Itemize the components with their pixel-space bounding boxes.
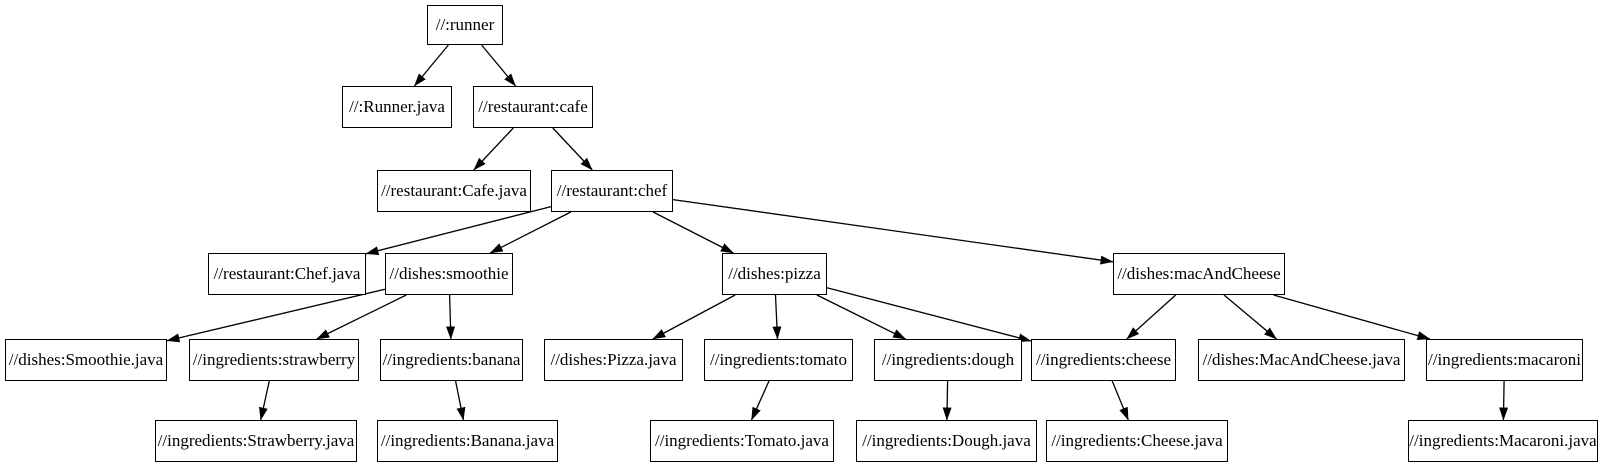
graph-node-label: //dishes:pizza — [728, 264, 821, 283]
edge-macaroni-to-macaroni-java — [1499, 380, 1509, 421]
graph-node-runner-java: //:Runner.java — [342, 86, 452, 128]
graph-node-label: //ingredients:macaroni — [1428, 350, 1581, 369]
graph-node-pizza-java: //dishes:Pizza.java — [544, 339, 683, 381]
graph-node-label: //ingredients:Tomato.java — [655, 431, 829, 450]
edge-banana-to-banana-java — [454, 380, 466, 421]
graph-node-strawberry-java: //ingredients:Strawberry.java — [155, 420, 357, 462]
graph-node-label: //ingredients:tomato — [710, 350, 847, 369]
graph-node-tomato: //ingredients:tomato — [704, 339, 853, 381]
graph-node-label: //ingredients:dough — [881, 350, 1015, 369]
graph-node-label: //:runner — [435, 15, 495, 34]
graph-node-dough-java: //ingredients:Dough.java — [856, 420, 1037, 462]
edge-pizza-to-pizza-java — [652, 294, 736, 340]
graph-node-label: //dishes:macAndCheese — [1117, 264, 1281, 283]
graph-node-macaroni-java: //ingredients:Macaroni.java — [1408, 420, 1598, 462]
graph-node-smoothie: //dishes:smoothie — [385, 253, 513, 295]
graph-node-pizza: //dishes:pizza — [722, 253, 827, 295]
graph-node-tomato-java: //ingredients:Tomato.java — [650, 420, 834, 462]
edge-cheese-to-cheese-java — [1111, 380, 1129, 421]
graph-node-dough: //ingredients:dough — [874, 339, 1022, 381]
graph-node-cheese-java: //ingredients:Cheese.java — [1046, 420, 1228, 462]
graph-node-label: //ingredients:cheese — [1035, 350, 1171, 369]
edge-pizza-to-cheese — [826, 287, 1032, 343]
edge-mac-and-cheese-to-macaroni — [1273, 294, 1431, 340]
edge-chef-to-mac-and-cheese — [672, 198, 1114, 265]
graph-node-label: //:Runner.java — [349, 97, 445, 116]
graph-node-chef: //restaurant:chef — [551, 170, 673, 212]
edge-cafe-to-chef — [552, 127, 593, 171]
graph-node-label: //dishes:smoothie — [389, 264, 509, 283]
graph-node-label: //dishes:Smoothie.java — [8, 350, 164, 369]
edge-chef-to-chef-java — [365, 205, 552, 256]
graph-node-label: //restaurant:Chef.java — [213, 264, 361, 283]
edge-smoothie-to-banana — [446, 294, 456, 340]
graph-node-label: //restaurant:Cafe.java — [381, 181, 527, 200]
edge-pizza-to-tomato — [772, 294, 782, 340]
graph-node-cafe: //restaurant:cafe — [473, 86, 593, 128]
graph-node-label: //dishes:MacAndCheese.java — [1202, 350, 1401, 369]
edge-chef-to-smoothie — [489, 211, 572, 254]
edge-smoothie-to-smoothie-java — [166, 288, 386, 343]
edge-strawberry-to-strawberry-java — [258, 380, 270, 421]
edge-runner-to-runner-java — [413, 44, 449, 87]
graph-node-label: //restaurant:cafe — [478, 97, 588, 116]
graph-node-banana: //ingredients:banana — [380, 339, 523, 381]
graph-node-banana-java: //ingredients:Banana.java — [377, 420, 558, 462]
graph-node-label: //restaurant:chef — [556, 181, 668, 200]
graph-node-label: //ingredients:banana — [382, 350, 521, 369]
graph-node-smoothie-java: //dishes:Smoothie.java — [5, 339, 167, 381]
edge-dough-to-dough-java — [942, 380, 952, 421]
graph-node-chef-java: //restaurant:Chef.java — [208, 253, 366, 295]
graph-node-cheese: //ingredients:cheese — [1031, 339, 1176, 381]
graph-node-label: //dishes:Pizza.java — [550, 350, 677, 369]
graph-node-mac-and-cheese-java: //dishes:MacAndCheese.java — [1198, 339, 1405, 381]
edge-runner-to-cafe — [481, 44, 517, 87]
graph-node-label: //ingredients:Banana.java — [380, 431, 555, 450]
graph-node-strawberry: //ingredients:strawberry — [189, 339, 359, 381]
graph-node-label: //ingredients:Strawberry.java — [157, 431, 355, 450]
graph-node-macaroni: //ingredients:macaroni — [1426, 339, 1583, 381]
edge-pizza-to-dough — [816, 294, 907, 340]
graph-node-runner: //:runner — [427, 5, 503, 45]
edge-cafe-to-cafe-java — [473, 127, 514, 171]
edge-chef-to-pizza — [652, 211, 734, 254]
graph-node-label: //ingredients:Cheese.java — [1051, 431, 1223, 450]
graph-node-label: //ingredients:Macaroni.java — [1409, 431, 1597, 450]
edge-mac-and-cheese-to-cheese — [1126, 294, 1177, 340]
graph-node-cafe-java: //restaurant:Cafe.java — [377, 170, 531, 212]
graph-node-label: //ingredients:strawberry — [192, 350, 356, 369]
graph-node-mac-and-cheese: //dishes:macAndCheese — [1113, 253, 1285, 295]
edge-tomato-to-tomato-java — [750, 380, 770, 421]
edge-mac-and-cheese-to-mac-and-cheese-java — [1223, 294, 1277, 340]
graph-node-label: //ingredients:Dough.java — [862, 431, 1031, 450]
edge-smoothie-to-strawberry — [316, 294, 407, 340]
